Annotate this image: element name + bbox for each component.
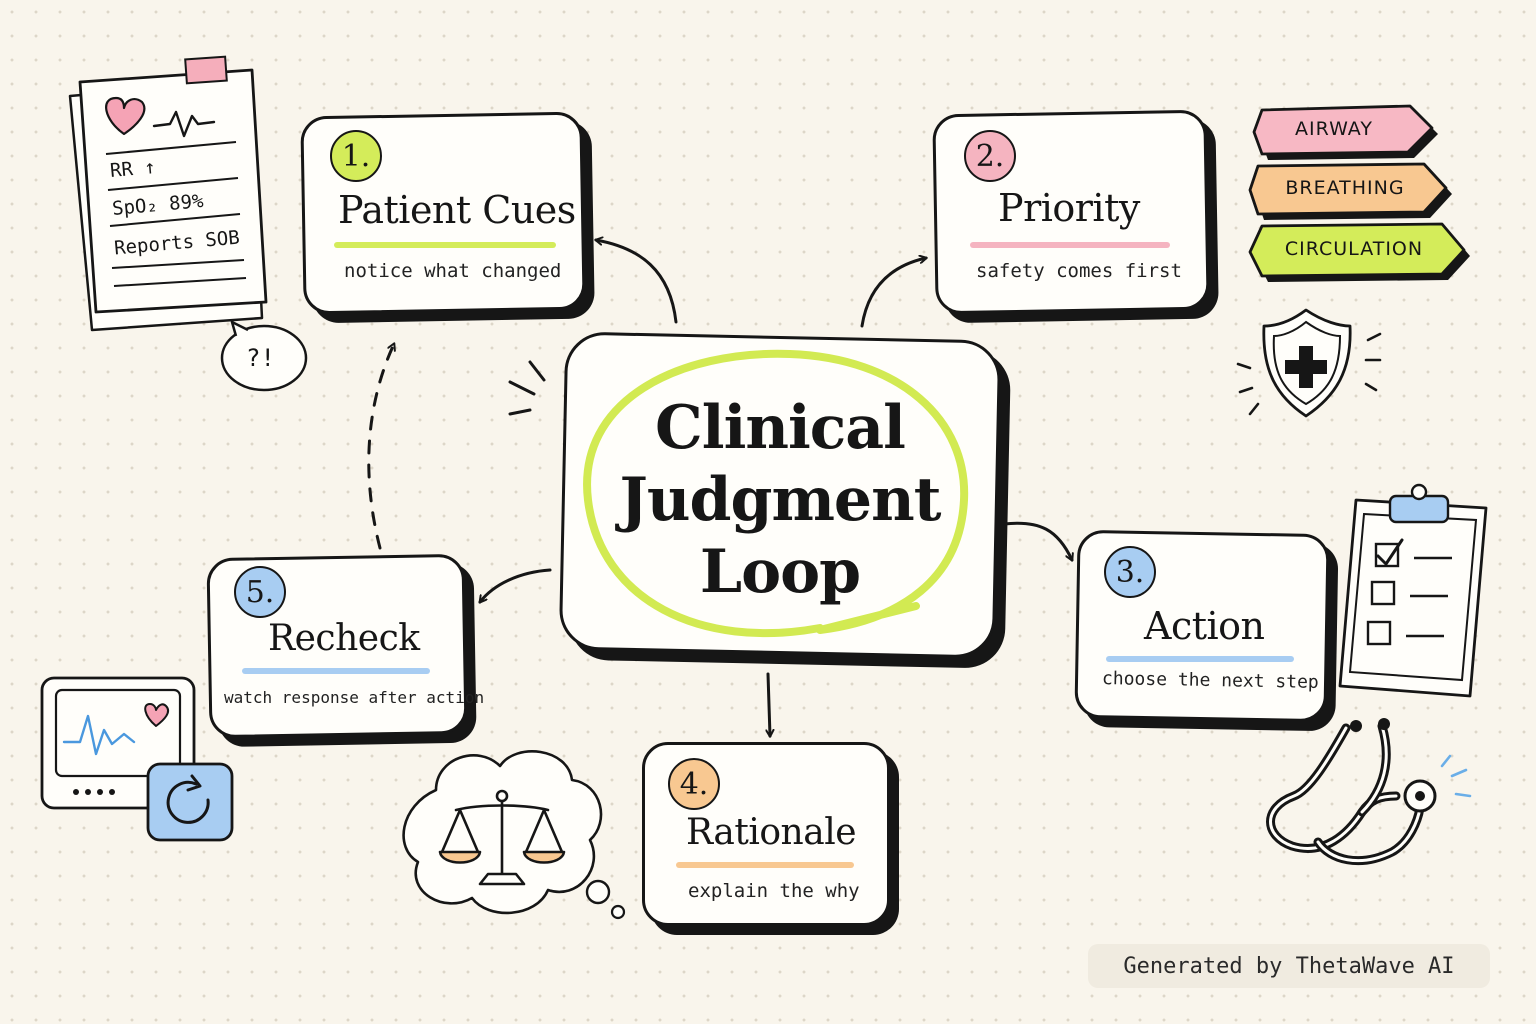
step-underline-1 [334, 242, 556, 248]
step-subtitle-rationale: explain the why [688, 880, 860, 902]
sparkle-marks [508, 360, 546, 416]
chart-line-rr: RR ↑ [109, 156, 157, 182]
arrow-center-to-recheck [478, 568, 552, 602]
footer-text: Generated by ThetaWave AI [1123, 953, 1455, 979]
arrow-recheck-to-cues [367, 344, 394, 550]
checklist-clipboard-icon [1338, 483, 1488, 698]
center-title-line-2: Judgment [619, 465, 942, 535]
step-underline-4 [676, 862, 854, 868]
arrow-center-to-rationale [768, 672, 770, 736]
refresh-icon [146, 762, 234, 842]
step-title-action: Action [1144, 604, 1265, 648]
arrow-center-to-cues [596, 240, 678, 324]
step-underline-3 [1106, 656, 1294, 662]
step-subtitle-priority: safety comes first [976, 260, 1182, 282]
center-title-line-1: Clinical [655, 393, 906, 463]
step-subtitle-recheck: watch response after action [224, 688, 485, 707]
step-badge-4: 4. [668, 758, 720, 810]
stethoscope-icon [1266, 718, 1472, 866]
tag-airway: AIRWAY [1295, 118, 1373, 140]
shield-cross-icon [1236, 308, 1382, 418]
speech-bubble-text: ?! [246, 344, 275, 372]
step-underline-5 [242, 668, 430, 674]
chart-line-spo2: SpO₂ 89% [111, 190, 205, 220]
step-title-recheck: Recheck [268, 618, 420, 659]
step-subtitle-action: choose the next step [1101, 668, 1319, 693]
step-underline-2 [970, 242, 1170, 248]
step-title-priority: Priority [998, 186, 1140, 230]
vitals-monitor-icon [40, 676, 196, 810]
footer-watermark: Generated by ThetaWave AI [1088, 944, 1490, 988]
step-badge-2: 2. [964, 130, 1016, 182]
thought-cloud-icon [402, 750, 626, 920]
step-title-rationale: Rationale [686, 812, 857, 853]
balance-scale-icon [438, 789, 566, 886]
step-title-patient-cues: Patient Cues [338, 188, 576, 232]
step-badge-3: 3. [1104, 546, 1156, 598]
tag-circulation: CIRCULATION [1284, 238, 1424, 260]
tag-breathing: BREATHING [1285, 177, 1405, 199]
center-title: Clinical Judgment Loop [574, 392, 986, 608]
step-subtitle-patient-cues: notice what changed [344, 260, 562, 282]
chart-line-sob: Reports SOB [113, 226, 241, 260]
step-badge-1: 1. [330, 130, 382, 182]
center-title-line-3: Loop [699, 537, 861, 607]
arrow-center-to-action [1002, 521, 1072, 560]
arrow-center-to-priority [860, 258, 926, 328]
step-badge-5: 5. [234, 566, 286, 618]
